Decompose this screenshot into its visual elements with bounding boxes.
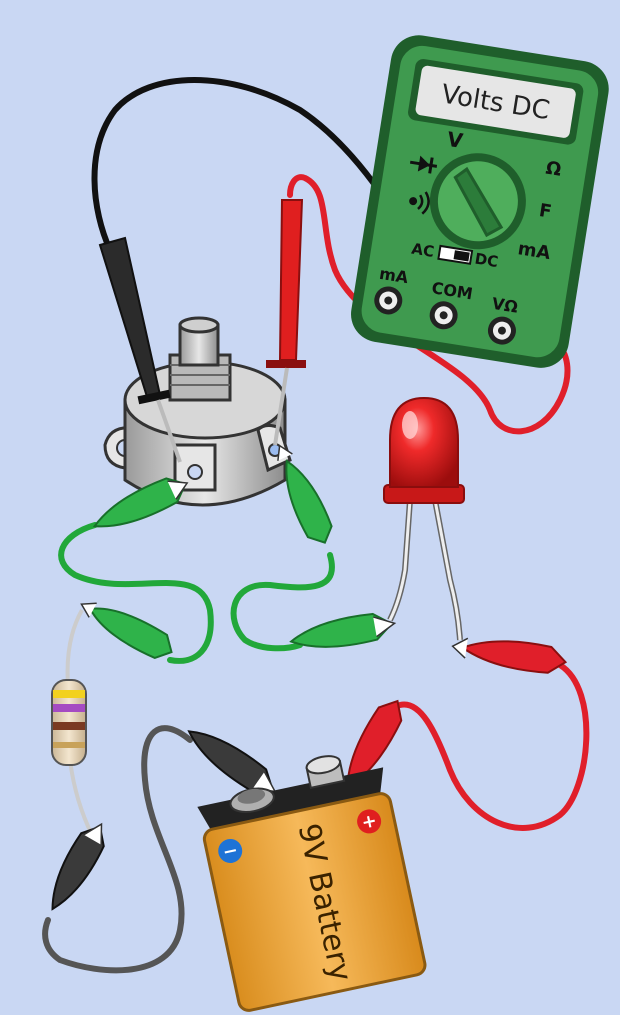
potentiometer — [103, 316, 292, 507]
gray-wire — [42, 725, 193, 974]
green-clip-pot-right[interactable] — [267, 440, 337, 549]
led — [383, 396, 465, 641]
red-probe-wire — [287, 174, 571, 435]
green-clip-resistor[interactable] — [75, 592, 178, 664]
port-vohm-jack[interactable] — [486, 315, 518, 347]
dial-label-farads: F — [538, 200, 553, 223]
resistor-band-1 — [53, 690, 85, 698]
continuity-sound-icon — [409, 191, 430, 215]
negative-polarity-badge: − — [218, 838, 243, 864]
green-clip-pot-left[interactable] — [89, 471, 193, 539]
led-dome — [389, 396, 459, 488]
red-wire-battery — [397, 662, 590, 831]
port-com-jack[interactable] — [428, 299, 460, 331]
svg-text:−: − — [221, 840, 240, 864]
battery-positive-terminal — [305, 755, 346, 789]
resistor — [51, 609, 94, 836]
dial-label-volts: V — [445, 127, 465, 153]
black-clip-resistor[interactable] — [41, 817, 114, 916]
port-label-ma: mA — [378, 264, 410, 287]
dial-label-ohms: Ω — [544, 158, 562, 181]
red-probe[interactable] — [266, 199, 306, 446]
switch-label-dc: DC — [474, 250, 500, 271]
positive-polarity-badge: + — [357, 809, 382, 834]
battery-body — [202, 792, 427, 1012]
svg-text:+: + — [360, 810, 379, 834]
green-clip-led-left[interactable] — [289, 610, 397, 655]
port-label-vohm: VΩ — [491, 294, 520, 317]
multimeter: Volts DC V Ω F mA AC DC mA COM VΩ — [351, 35, 609, 368]
green-wire-right — [230, 552, 335, 652]
resistor-band-2 — [53, 704, 85, 712]
dial-pointer — [453, 166, 504, 238]
black-probe[interactable] — [98, 236, 182, 463]
battery-negative-terminal — [229, 787, 275, 813]
battery-9v: − + 9V Battery — [197, 755, 427, 1012]
resistor-band-4 — [53, 742, 85, 748]
dial-label-milliamps: mA — [516, 238, 552, 264]
port-ma-jack[interactable] — [372, 284, 404, 316]
green-wire-left — [58, 522, 214, 664]
resistor-band-3 — [53, 722, 85, 730]
red-clip-led-right[interactable] — [451, 633, 568, 676]
switch-label-ac: AC — [410, 240, 435, 261]
diode-icon — [409, 155, 438, 174]
pot-lug-left — [173, 443, 217, 492]
